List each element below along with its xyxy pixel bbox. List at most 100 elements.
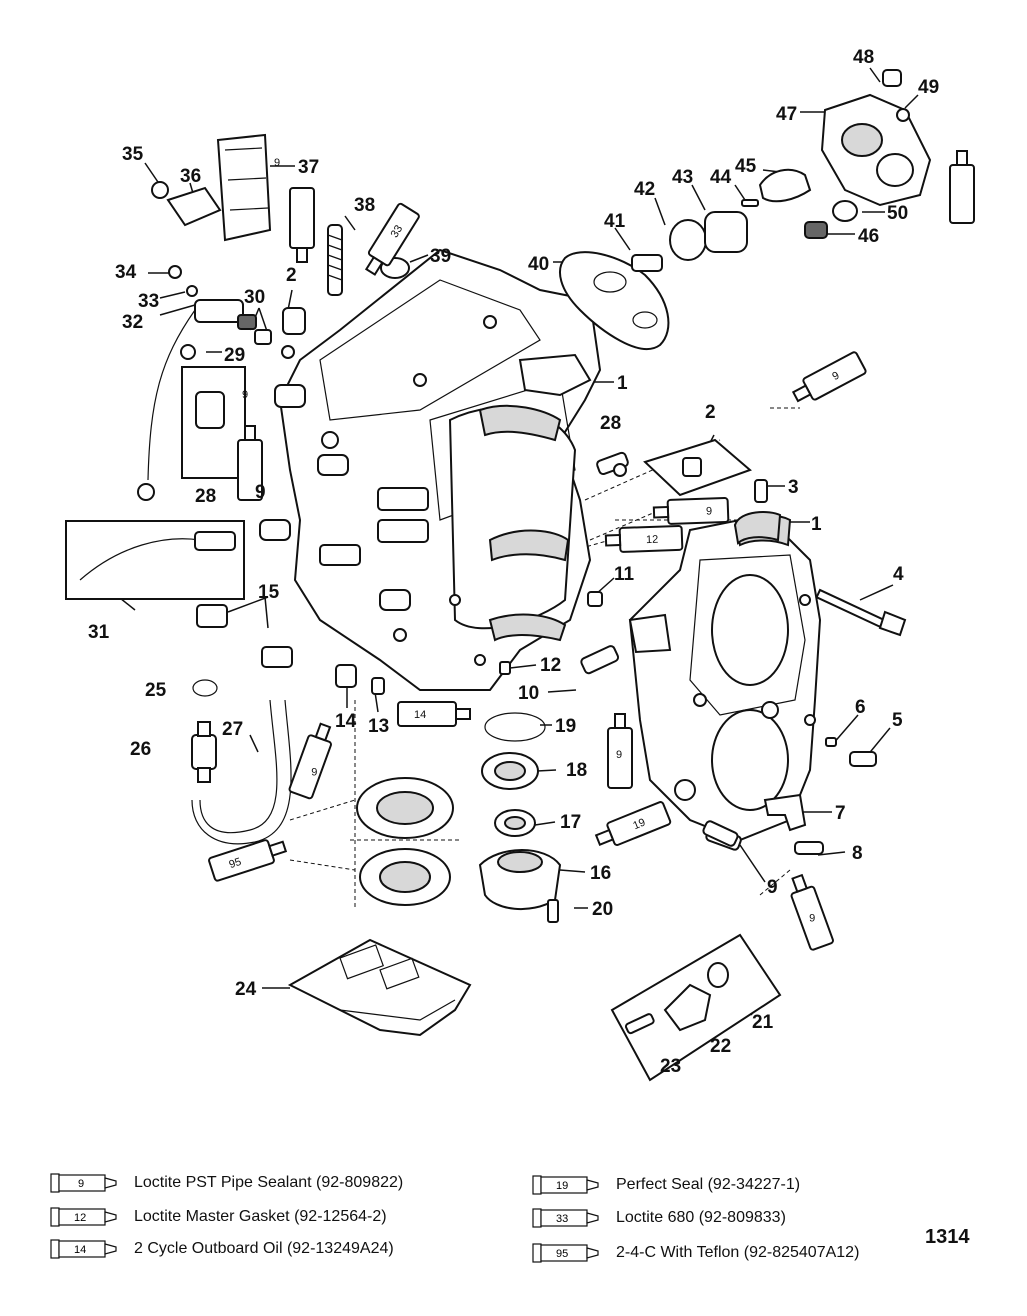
sealant-legend: 9 Loctite PST Pipe Sealant (92-809822) 1… (0, 1160, 1027, 1300)
svg-text:95: 95 (228, 856, 243, 871)
sealant-tube-icon: 95 (532, 1243, 599, 1263)
cover-47 (820, 93, 932, 207)
legend-text: Loctite Master Gasket (92-12564-2) (134, 1208, 387, 1225)
gasket-40 (559, 251, 670, 351)
callout-43: 43 (672, 167, 693, 188)
callout-45: 45 (735, 156, 757, 177)
callout-10: 10 (518, 683, 539, 704)
screw-34 (168, 265, 182, 279)
callout-48: 48 (853, 47, 874, 68)
callout-2: 2 (705, 402, 716, 423)
part-11-plug (587, 591, 603, 607)
cylinder-block (259, 248, 602, 691)
sealant-tube: 9 (652, 497, 730, 525)
part-9-bolt (702, 820, 739, 847)
sealant-tube: 9 (274, 157, 315, 263)
svg-text:9: 9 (809, 912, 815, 924)
wire-end (137, 483, 155, 501)
callout-26: 26 (130, 739, 151, 760)
sealant-tube: 9 (288, 722, 332, 800)
callout-33: 33 (138, 291, 159, 312)
svg-text:9: 9 (616, 749, 622, 761)
svg-text:14: 14 (414, 709, 426, 721)
parts-diagram: 9 9 9 9 9 9 9 12 14 (65, 47, 975, 1082)
part-25-washer (192, 679, 218, 697)
part-46 (804, 221, 828, 239)
crankcase-cover (628, 514, 822, 842)
screw-49 (896, 108, 910, 122)
part-28-fitting (596, 451, 629, 477)
callout-13: 13 (368, 716, 389, 737)
callout-9: 9 (767, 877, 778, 898)
part-10-fitting (580, 645, 620, 675)
bracket-37 (216, 133, 272, 242)
sealant-tube-icon: 12 (50, 1207, 117, 1227)
sealant-tube: 9 (790, 873, 834, 951)
callout-18: 18 (566, 760, 587, 781)
legend-text: Loctite 680 (92-809833) (616, 1209, 786, 1226)
spring-45 (758, 168, 812, 203)
callout-28: 28 (195, 486, 216, 507)
screw-29 (180, 344, 196, 360)
callout-37: 37 (298, 157, 319, 178)
sealant-tube: 33 (364, 202, 420, 276)
svg-text:19: 19 (556, 1180, 568, 1192)
body-43 (704, 211, 748, 253)
screw-35 (151, 181, 169, 199)
sealant-tube: 19 (594, 801, 672, 846)
svg-text:9: 9 (311, 767, 317, 779)
callout-16: 16 (590, 863, 611, 884)
callout-21: 21 (752, 1012, 774, 1033)
legend-item: 9 Loctite PST Pipe Sealant (92-809822) (50, 1170, 403, 1196)
svg-text:9: 9 (78, 1178, 84, 1190)
sealant-tube: 14 (397, 701, 471, 727)
seal-42 (669, 219, 707, 261)
callout-30: 30 (244, 287, 265, 308)
callout-49: 49 (918, 77, 939, 98)
callout-17: 17 (560, 812, 581, 833)
callout-36: 36 (180, 166, 201, 187)
callout-42: 42 (634, 179, 655, 200)
callout-numbers: 1 1 2 2 3 4 5 6 7 8 9 9 10 11 12 13 14 1… (88, 47, 939, 1077)
callout-40: 40 (528, 254, 549, 275)
callout-11: 11 (614, 564, 635, 585)
callout-9: 9 (255, 482, 266, 503)
part-12-dowel (499, 661, 511, 675)
bearing-shell (733, 511, 782, 545)
callout-27: 27 (222, 719, 243, 740)
callout-15: 15 (258, 582, 280, 603)
callout-31: 31 (88, 622, 110, 643)
callout-22: 22 (710, 1036, 731, 1057)
callout-20: 20 (592, 899, 613, 920)
legend-text: 2 Cycle Outboard Oil (92-13249A24) (134, 1240, 394, 1257)
callout-4: 4 (893, 564, 904, 585)
callout-5: 5 (892, 710, 903, 731)
bolt-48 (882, 69, 902, 87)
screw-44 (741, 199, 759, 207)
svg-text:12: 12 (646, 534, 659, 546)
legend-item: 19 Perfect Seal (92-34227-1) (532, 1172, 800, 1198)
callout-14: 14 (335, 711, 357, 732)
parts-21-23-card (610, 933, 782, 1082)
sealant-tube: 9 (791, 351, 867, 403)
svg-text:9: 9 (242, 389, 248, 401)
callout-32: 32 (122, 312, 143, 333)
part-4-bolt (815, 588, 907, 637)
callout-25: 25 (145, 680, 167, 701)
callout-23: 23 (660, 1056, 681, 1077)
svg-text:95: 95 (556, 1248, 568, 1260)
legend-item: 14 2 Cycle Outboard Oil (92-13249A24) (50, 1236, 394, 1262)
sealant-tube: 95 (208, 839, 288, 882)
legend-text: Perfect Seal (92-34227-1) (616, 1176, 801, 1193)
callout-50: 50 (887, 203, 908, 224)
legend-text: 2-4-C With Teflon (92-825407A12) (616, 1244, 860, 1261)
callout-35: 35 (122, 144, 144, 165)
callout-29: 29 (224, 345, 245, 366)
sealant-tube (949, 150, 975, 224)
callout-2: 2 (286, 265, 297, 286)
svg-text:19: 19 (631, 817, 647, 833)
part-13-plug (371, 677, 385, 695)
part-14-plug (335, 664, 357, 688)
callout-6: 6 (855, 697, 866, 718)
svg-text:9: 9 (274, 157, 280, 169)
